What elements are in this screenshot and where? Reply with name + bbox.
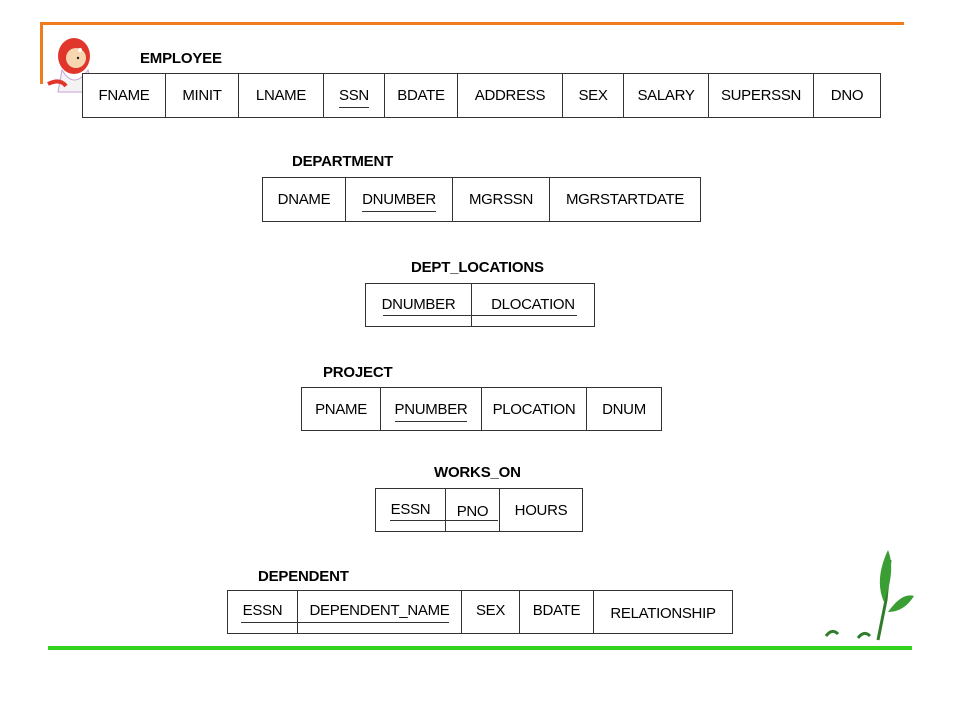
relation-table: PNAME PNUMBER PLOCATION DNUM xyxy=(301,387,662,431)
attribute-cell: DNAME xyxy=(263,178,346,221)
relation-table: FNAME MINIT LNAME SSN BDATE ADDRESS SEX … xyxy=(82,73,881,118)
left-orange-rule xyxy=(40,22,43,84)
relation-title: WORKS_ON xyxy=(434,464,521,481)
attribute-cell: ESSN xyxy=(376,489,446,531)
relation-title: DEPARTMENT xyxy=(292,153,394,170)
relation-title: DEPT_LOCATIONS xyxy=(411,259,544,276)
attribute-cell: HOURS xyxy=(514,501,568,519)
attribute-cell: DNUM xyxy=(602,400,646,418)
attribute-cell: ADDRESS xyxy=(458,74,563,117)
attribute-cell: MGRSSN xyxy=(453,178,550,221)
relation-table: DNUMBER DLOCATION xyxy=(365,283,595,327)
attribute-cell: MINIT xyxy=(166,74,239,117)
attribute-cell: LNAME xyxy=(239,74,324,117)
bottom-green-rule xyxy=(48,646,912,650)
relation-table: ESSN PNO HOURS xyxy=(375,488,583,532)
attribute-cell: PNAME xyxy=(302,388,381,430)
attribute-cell: DLOCATION xyxy=(491,296,575,313)
attribute-cell: SEX xyxy=(462,591,520,633)
primary-key-cell: SSN xyxy=(324,74,385,117)
attribute-cell: ESSN xyxy=(228,591,298,633)
top-orange-rule xyxy=(40,22,904,25)
attribute-cell: DEPENDENT_NAME xyxy=(298,591,462,633)
attribute-cell: MGRSTARTDATE xyxy=(565,191,685,208)
attribute-cell: PLOCATION xyxy=(482,388,587,430)
attribute-cell: BDATE xyxy=(385,74,458,117)
attribute-cell: PNO xyxy=(446,489,500,531)
primary-key-underline xyxy=(241,622,449,623)
attribute-cell: FNAME xyxy=(83,74,166,117)
relation-table: DNAME DNUMBER MGRSSN MGRSTARTDATE xyxy=(262,177,701,222)
attribute-cell: BDATE xyxy=(520,591,594,633)
relation-title: EMPLOYEE xyxy=(140,50,222,67)
attribute-cell: RELATIONSHIP xyxy=(610,605,716,622)
attribute-cell: DNO xyxy=(830,87,864,104)
primary-key-underline xyxy=(390,520,498,521)
relation-title: DEPENDENT xyxy=(258,568,349,585)
relation-table: ESSN DEPENDENT_NAME SEX BDATE RELATIONSH… xyxy=(227,590,733,634)
relation-title: PROJECT xyxy=(323,364,393,381)
primary-key-cell: PNUMBER xyxy=(381,388,482,430)
primary-key-cell: DNUMBER xyxy=(346,178,453,221)
plant-icon xyxy=(824,550,914,641)
attribute-cell: SALARY xyxy=(624,74,709,117)
attribute-cell: DNUMBER xyxy=(366,284,472,326)
attribute-cell: SEX xyxy=(563,74,624,117)
attribute-cell: SUPERSSN xyxy=(709,74,814,117)
primary-key-underline xyxy=(383,315,577,316)
